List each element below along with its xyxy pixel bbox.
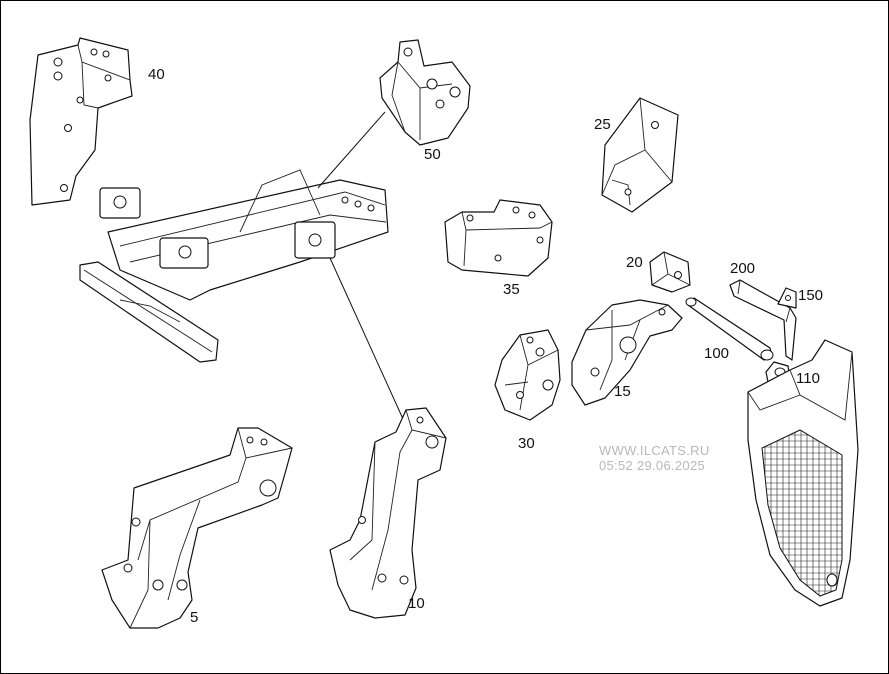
part-200-bracket[interactable] [729,279,797,361]
part-100-rod[interactable] [685,297,774,361]
part-30-bracket[interactable] [494,329,561,421]
watermark-site: WWW.ILCATS.RU [599,443,710,458]
part-15-bracket[interactable] [571,299,683,406]
mudguard-panel [747,339,859,607]
chassis-frame-assembly [79,169,389,363]
callout-15[interactable]: 15 [614,383,631,400]
callout-5[interactable]: 5 [190,609,198,626]
part-50-bracket[interactable] [379,39,471,146]
callout-150[interactable]: 150 [798,287,823,304]
part-20-clamp[interactable] [649,251,691,293]
leader-10 [329,257,409,431]
part-35-bracket[interactable] [444,199,553,277]
leader-50 [317,111,386,189]
callout-40[interactable]: 40 [148,66,165,83]
callout-110[interactable]: 110 [796,370,820,387]
callout-50[interactable]: 50 [424,146,441,163]
watermark-timestamp: 05:52 29.06.2025 [599,458,706,473]
callout-30[interactable]: 30 [518,435,535,452]
part-5-bracket[interactable] [101,427,293,629]
callout-100[interactable]: 100 [704,345,729,362]
part-25-bracket[interactable] [601,97,679,213]
callout-10[interactable]: 10 [408,595,425,612]
callout-20[interactable]: 20 [626,254,643,271]
part-40-bracket[interactable] [29,37,133,206]
part-150-clip[interactable] [777,287,797,309]
callout-25[interactable]: 25 [594,116,611,133]
callout-35[interactable]: 35 [503,281,520,298]
part-10-bracket[interactable] [329,407,447,619]
callout-200[interactable]: 200 [730,260,755,277]
